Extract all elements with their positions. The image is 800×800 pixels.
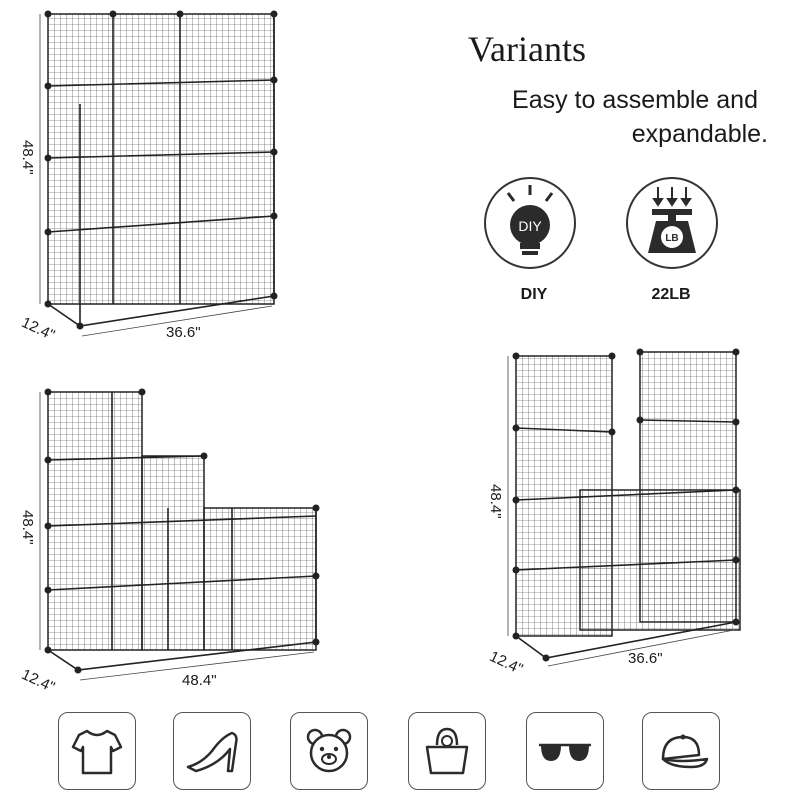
- rack1-width-label: 36.6": [166, 324, 201, 341]
- subtitle-line-1: Easy to assemble and: [512, 86, 758, 114]
- diy-label: DIY: [520, 286, 548, 303]
- cap-icon: [661, 734, 709, 769]
- use-bags: [408, 712, 486, 790]
- use-sunglasses: [526, 712, 604, 790]
- rack2-width-label: 48.4": [182, 672, 217, 689]
- diy-feature: DIY: [484, 177, 576, 269]
- lb-badge-text: LB: [665, 233, 678, 244]
- subtitle-line-2: expandable.: [631, 120, 768, 148]
- use-hats: [642, 712, 720, 790]
- rack-variant-two-tower: [507, 348, 741, 667]
- tshirt-icon: [71, 729, 123, 775]
- rack3-height-label: 48.4": [487, 484, 504, 519]
- diy-bulb-icon: DIY: [506, 185, 554, 255]
- use-clothes: [58, 712, 136, 790]
- sunglasses-icon: [539, 743, 591, 761]
- weight-label: 22LB: [651, 286, 691, 303]
- page-title: Variants: [468, 29, 586, 69]
- handbag-icon: [425, 727, 469, 775]
- rack-variant-3x4: [39, 10, 278, 337]
- rack1-height-label: 48.4": [19, 140, 36, 175]
- rack-variant-staircase: [39, 388, 320, 681]
- diy-badge-text: DIY: [518, 218, 542, 234]
- rack3-width-label: 36.6": [628, 650, 663, 667]
- weight-feature: LB: [626, 177, 718, 269]
- weight-scale-icon: LB: [648, 187, 696, 253]
- use-shoes: [173, 712, 251, 790]
- high-heel-icon: [186, 731, 238, 773]
- teddy-bear-icon: [306, 728, 352, 773]
- rack2-height-label: 48.4": [19, 510, 36, 545]
- use-toys: [290, 712, 368, 790]
